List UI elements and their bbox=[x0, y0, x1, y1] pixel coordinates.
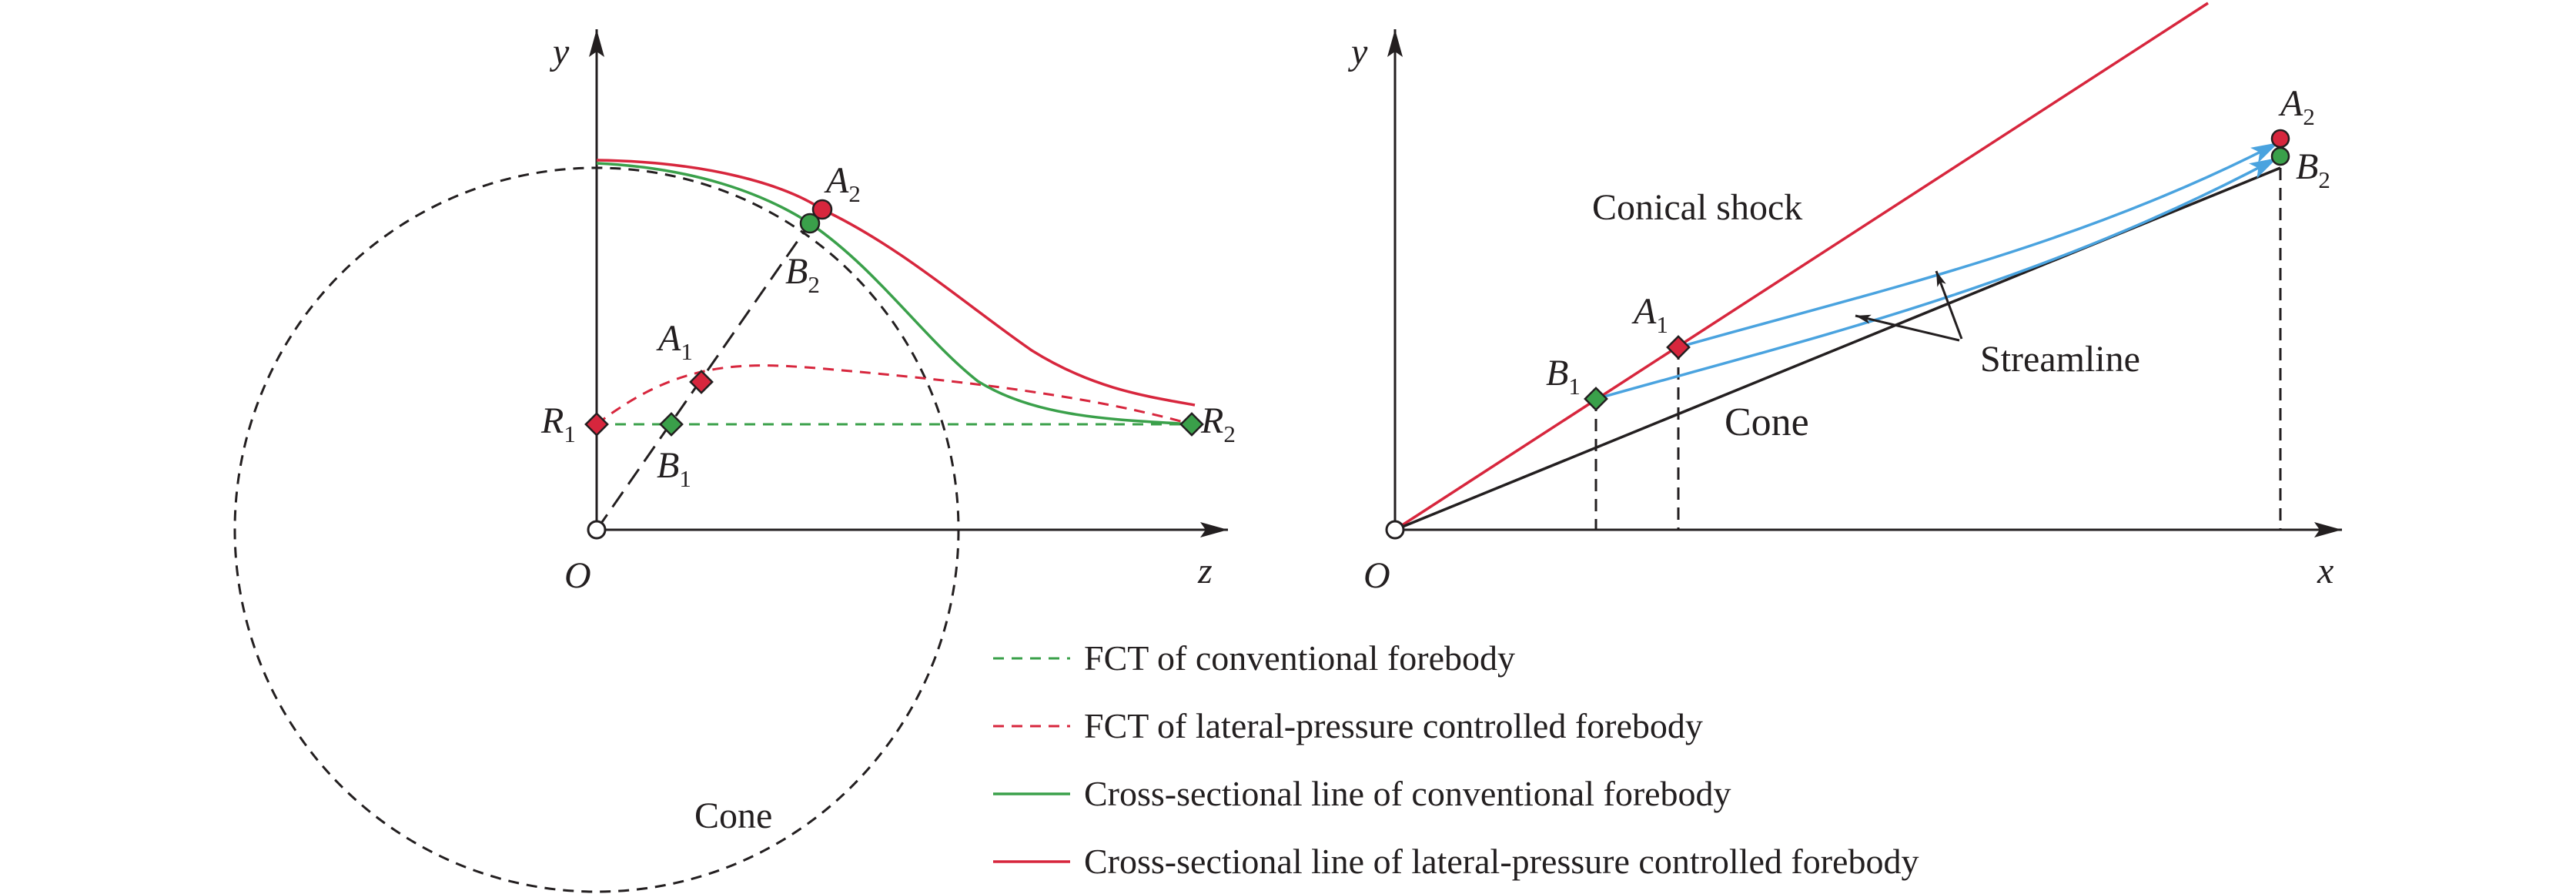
right-streamline-pointer-upper bbox=[1935, 270, 1963, 340]
left-label-a1: A1 bbox=[656, 318, 693, 365]
left-ray-line bbox=[595, 223, 811, 531]
right-marker-b1 bbox=[1584, 387, 1608, 411]
right-streamline-pointer-lower bbox=[1855, 314, 1960, 342]
legend-item-fct-conventional: FCT of conventional forebody bbox=[993, 638, 1515, 678]
right-marker-b2 bbox=[2270, 146, 2290, 166]
right-label-a1: A1 bbox=[1631, 291, 1668, 338]
left-origin-label: O bbox=[564, 555, 591, 596]
left-label-r1-sub: 1 bbox=[564, 420, 576, 447]
legend-label: FCT of lateral-pressure controlled foreb… bbox=[1084, 706, 1703, 745]
left-label-b2-main: B bbox=[785, 251, 808, 292]
left-marker-b1 bbox=[659, 412, 684, 437]
left-label-b1-main: B bbox=[657, 445, 679, 486]
right-origin-marker bbox=[1385, 520, 1405, 540]
left-marker-b2 bbox=[799, 213, 821, 234]
left-label-r2-sub: 2 bbox=[1223, 420, 1236, 447]
legend-label: Cross-sectional line of lateral-pressure… bbox=[1084, 842, 1919, 881]
right-y-axis-label: y bbox=[1347, 32, 1368, 72]
right-label-a1-sub: 1 bbox=[1656, 311, 1668, 338]
legend-item-fct-lateral: FCT of lateral-pressure controlled foreb… bbox=[993, 706, 1703, 745]
right-label-a1-main: A bbox=[1631, 291, 1657, 332]
left-cone-label: Cone bbox=[694, 795, 772, 836]
right-streamline-lower bbox=[1595, 156, 2278, 400]
right-marker-a1 bbox=[1666, 335, 1691, 360]
right-label-a2-sub: 2 bbox=[2303, 103, 2315, 130]
legend-item-cross-lateral: Cross-sectional line of lateral-pressure… bbox=[993, 842, 1919, 881]
left-marker-r2 bbox=[1179, 412, 1204, 437]
right-marker-a2 bbox=[2270, 129, 2290, 149]
left-label-a2-main: A bbox=[824, 160, 849, 201]
left-label-b1-sub: 1 bbox=[679, 465, 691, 492]
legend-label: FCT of conventional forebody bbox=[1084, 638, 1515, 678]
left-label-r1: R1 bbox=[540, 400, 576, 447]
left-label-a2-sub: 2 bbox=[848, 180, 861, 207]
legend-label: Cross-sectional line of conventional for… bbox=[1084, 774, 1731, 813]
left-label-b1: B1 bbox=[657, 445, 691, 492]
right-x-axis-label: x bbox=[2317, 551, 2333, 591]
right-label-b2-sub: 2 bbox=[2318, 166, 2330, 193]
left-fct-lateral bbox=[596, 364, 1193, 426]
left-label-r2: R2 bbox=[1200, 400, 1236, 447]
left-marker-a2 bbox=[811, 199, 833, 220]
right-label-b1-main: B bbox=[1546, 353, 1568, 393]
right-label-a2: A2 bbox=[2278, 83, 2315, 130]
left-origin-marker bbox=[587, 520, 607, 540]
right-origin-label: O bbox=[1363, 555, 1390, 596]
left-y-axis-label: y bbox=[549, 32, 570, 72]
left-label-r2-main: R bbox=[1200, 400, 1223, 441]
left-cone-circle bbox=[233, 166, 960, 893]
right-streamline-label: Streamline bbox=[1980, 339, 2140, 380]
right-label-b1: B1 bbox=[1546, 353, 1581, 400]
right-shock-label: Conical shock bbox=[1592, 187, 1802, 228]
left-label-a1-main: A bbox=[656, 318, 681, 359]
left-z-axis-label: z bbox=[1197, 551, 1213, 591]
right-conical-shock-line bbox=[1394, 2, 2209, 531]
left-label-b2-sub: 2 bbox=[808, 271, 820, 298]
left-label-r1-main: R bbox=[540, 400, 564, 441]
right-streamline-upper bbox=[1678, 141, 2280, 349]
left-label-a1-sub: 1 bbox=[681, 338, 693, 365]
legend-item-cross-conventional: Cross-sectional line of conventional for… bbox=[993, 774, 1731, 813]
right-label-b1-sub: 1 bbox=[1568, 373, 1581, 400]
right-label-b2-main: B bbox=[2296, 146, 2318, 187]
left-cross-conventional bbox=[596, 162, 1193, 426]
left-panel: y z O A2 B2 A1 B1 R1 R2 Cone bbox=[233, 29, 1236, 893]
right-cone-label: Cone bbox=[1725, 400, 1809, 444]
left-label-a2: A2 bbox=[824, 160, 861, 207]
legend: FCT of conventional forebody FCT of late… bbox=[993, 638, 1919, 881]
left-marker-r1 bbox=[584, 412, 609, 437]
left-cross-lateral bbox=[596, 159, 1196, 407]
right-label-b2: B2 bbox=[2296, 146, 2330, 193]
right-panel: y x O A2 B2 A1 B1 Conical shock Streamli… bbox=[1347, 2, 2342, 596]
left-label-b2: B2 bbox=[785, 251, 820, 298]
left-marker-a1 bbox=[689, 370, 714, 394]
right-label-a2-main: A bbox=[2278, 83, 2303, 124]
